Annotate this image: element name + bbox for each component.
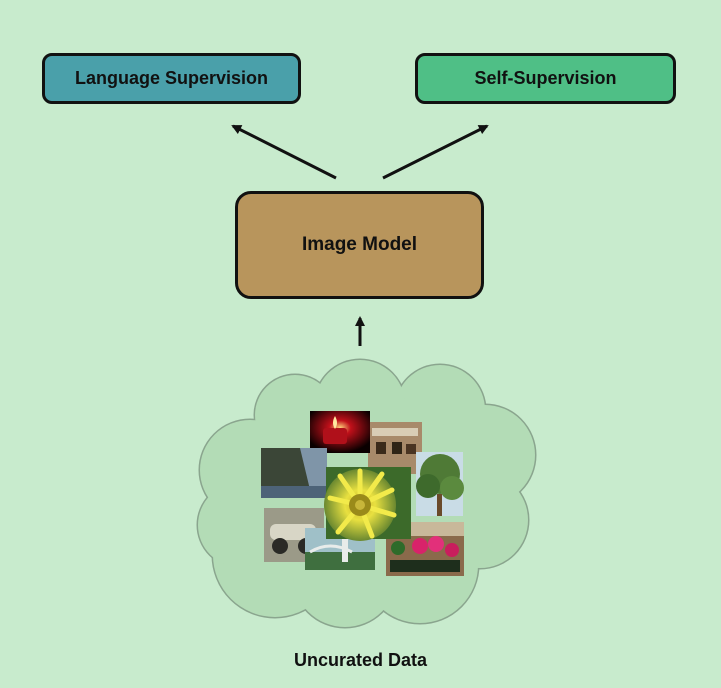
language-supervision-node: Language Supervision [42,53,301,104]
yellow-flower-photo [324,467,411,541]
self-supervision-node: Self-Supervision [415,53,676,104]
gallery-wall-photo [368,422,422,474]
coastal-cliff-photo [261,448,327,498]
image-model-node: Image Model [235,191,484,299]
uncurated-data-caption: Uncurated Data [293,650,428,670]
data-cloud [196,358,537,629]
photo-collage [261,411,464,576]
arrow-to-language-supervision [231,124,337,180]
candle-photo [310,411,370,453]
tree-photo [416,452,464,516]
arrow-to-self-supervision [382,124,489,180]
